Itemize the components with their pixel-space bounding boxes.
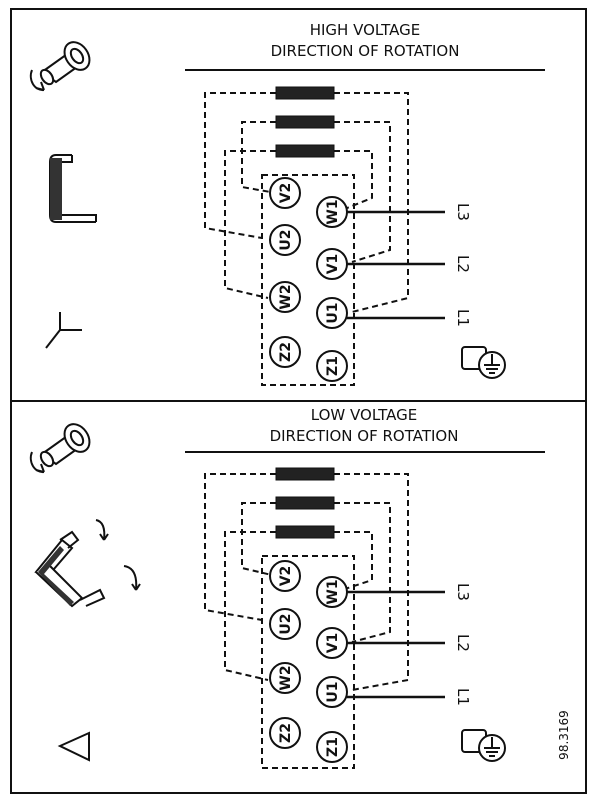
terminal-z1	[316, 350, 348, 382]
terminal-w2	[269, 662, 301, 694]
terminal-v2	[269, 560, 301, 592]
terminal-block: V2 W1 U2 V1 W2 U1 Z2 Z1	[269, 560, 348, 763]
low-voltage-title: LOW VOLTAGE	[311, 406, 417, 424]
motor-shaft-rotation-icon	[29, 41, 91, 92]
line-l3-label: L3	[454, 203, 472, 221]
wye-connection-icon	[49, 154, 97, 223]
terminal-u1	[316, 297, 348, 329]
wye-symbol	[45, 312, 82, 349]
supply-lines	[347, 590, 445, 699]
terminal-w2-label: W2	[278, 284, 294, 309]
terminal-u2	[269, 224, 301, 256]
terminal-v1-label: V1	[325, 633, 341, 654]
low-voltage-panel: LOW VOLTAGE DIRECTION OF ROTATION	[29, 406, 571, 769]
terminal-block: V2 W1 U2 V1 W2 U1 Z2 Z1	[269, 177, 348, 382]
terminal-v2-label: V2	[278, 566, 294, 587]
terminal-u2	[269, 608, 301, 640]
terminal-v1-label: V1	[325, 254, 341, 275]
winding-wires	[204, 473, 409, 769]
reference-number: 98.3169	[557, 710, 571, 760]
terminal-u1	[316, 676, 348, 708]
supply-lines	[347, 210, 445, 320]
terminal-z2	[269, 717, 301, 749]
high-voltage-title: HIGH VOLTAGE	[310, 21, 421, 39]
ground-terminal-icon	[461, 729, 506, 762]
line-l3-label: L3	[454, 583, 472, 601]
terminal-z1-label: Z1	[325, 356, 341, 376]
terminal-v2	[269, 177, 301, 209]
terminal-u2-label: U2	[278, 613, 294, 634]
terminal-u1-label: U1	[325, 302, 341, 323]
terminal-z2	[269, 336, 301, 368]
terminal-z2-label: Z2	[278, 342, 294, 362]
terminal-w2-label: W2	[278, 665, 294, 690]
delta-symbol	[57, 731, 90, 762]
terminal-w1-label: W1	[325, 199, 341, 224]
line-l2-label: L2	[454, 634, 472, 652]
line-l1-label: L1	[454, 309, 472, 327]
winding-coils	[275, 467, 335, 539]
terminal-z1-label: Z1	[325, 737, 341, 757]
line-l2-label: L2	[454, 255, 472, 273]
high-voltage-subtitle: DIRECTION OF ROTATION	[271, 42, 460, 60]
high-voltage-panel: HIGH VOLTAGE DIRECTION OF ROTATION	[29, 21, 545, 386]
terminal-u1-label: U1	[325, 681, 341, 702]
delta-connection-icon	[34, 519, 141, 608]
terminal-z2-label: Z2	[278, 723, 294, 743]
terminal-z1	[316, 731, 348, 763]
terminal-v2-label: V2	[278, 183, 294, 204]
line-l1-label: L1	[454, 688, 472, 706]
low-voltage-subtitle: DIRECTION OF ROTATION	[270, 427, 459, 445]
winding-wires	[204, 92, 409, 386]
terminal-w1-label: W1	[325, 579, 341, 604]
motor-shaft-rotation-icon	[29, 423, 91, 474]
winding-coils	[275, 86, 335, 158]
ground-terminal-icon	[461, 346, 506, 379]
terminal-u2-label: U2	[278, 229, 294, 250]
terminal-w2	[269, 281, 301, 313]
